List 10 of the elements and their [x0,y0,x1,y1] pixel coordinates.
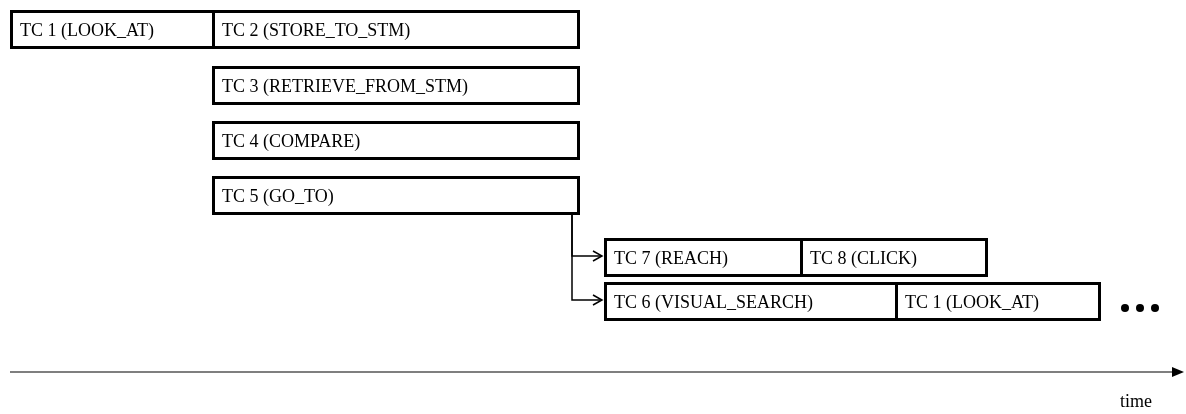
task-box: TC 3 (RETRIEVE_FROM_STM) [212,66,580,105]
task-box: TC 1 (LOOK_AT) [895,282,1101,321]
task-box: TC 7 (REACH) [604,238,803,277]
task-box: TC 4 (COMPARE) [212,121,580,160]
task-box: TC 6 (VISUAL_SEARCH) [604,282,898,321]
axis-label: time [1120,390,1152,413]
task-box: TC 8 (CLICK) [800,238,988,277]
task-box: TC 1 (LOOK_AT) [10,10,215,49]
task-box: TC 2 (STORE_TO_STM) [212,10,580,49]
task-box: TC 5 (GO_TO) [212,176,580,215]
